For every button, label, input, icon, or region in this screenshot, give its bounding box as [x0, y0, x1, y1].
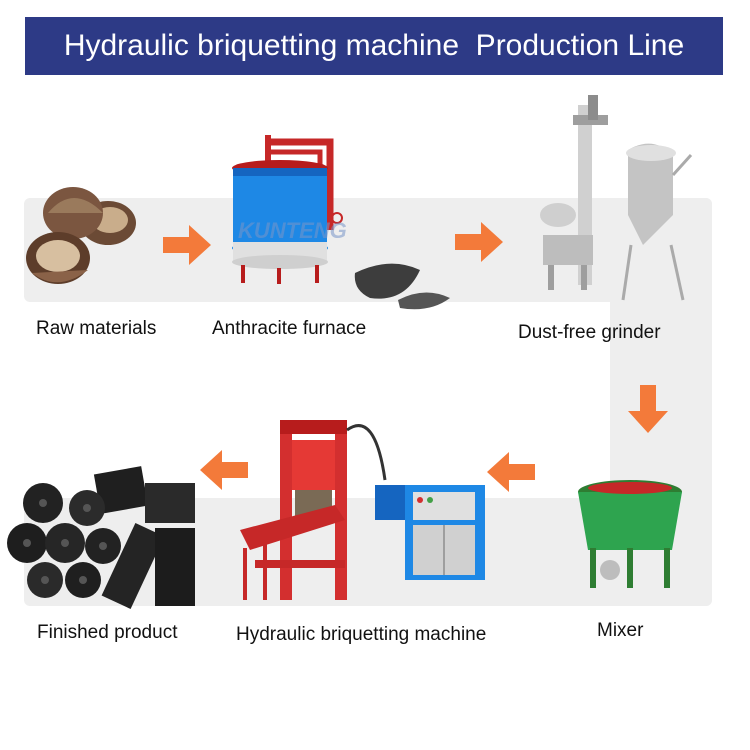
step-label-raw-materials: Raw materials	[36, 318, 157, 339]
mixer-image	[578, 480, 682, 588]
raw-materials-image	[26, 187, 136, 284]
page-title: Hydraulic briquetting machine Production…	[25, 17, 723, 75]
step-label-hydraulic-briquetting-machine: Hydraulic briquetting machine	[236, 624, 487, 645]
arrow-left-icon	[487, 452, 535, 492]
finished-product-image	[7, 466, 195, 610]
step-label-mixer: Mixer	[597, 620, 644, 641]
hydraulic-briquetting-machine-image	[240, 420, 485, 600]
arrow-left-icon	[200, 450, 248, 490]
anthracite-furnace-image	[232, 135, 343, 284]
dust-free-grinder-image	[540, 95, 693, 301]
arrow-down-icon	[628, 385, 668, 433]
arrow-right-icon	[163, 225, 211, 265]
step-label-dust-free-grinder: Dust-free grinder	[518, 322, 661, 343]
watermark-text: KUNTENG	[238, 218, 347, 243]
step-label-finished-product: Finished product	[37, 622, 178, 643]
arrow-right-icon	[455, 222, 503, 262]
charcoal-shell-image	[354, 263, 450, 310]
step-label-anthracite-furnace: Anthracite furnace	[212, 318, 367, 339]
